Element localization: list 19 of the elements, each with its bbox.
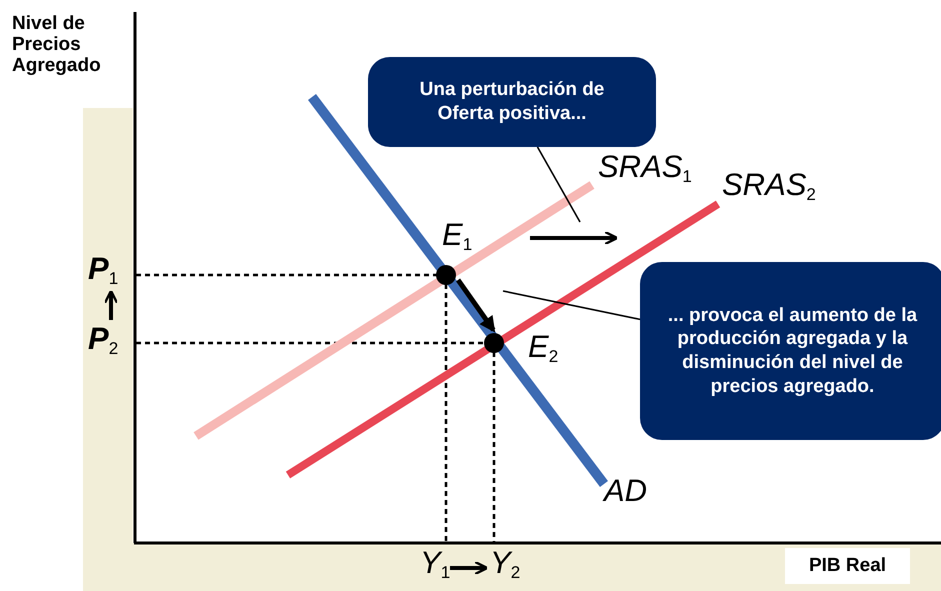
arrow <box>456 278 496 333</box>
curve-label: SRAS$_{2}$ <box>722 168 816 205</box>
axis-value-label: Y$_{1}$ <box>420 546 450 583</box>
callout-text: Una perturbación de Oferta positiva... <box>418 78 606 126</box>
point-label: E$_{1}$ <box>442 218 472 255</box>
callout-box <box>368 57 656 147</box>
axis-value-label: P$_{2}$ <box>88 322 118 359</box>
axis-title: Nivel de Precios Agregado <box>12 14 102 77</box>
leader-line <box>502 290 640 320</box>
callout-box <box>640 262 941 440</box>
axis-label-box <box>785 548 910 584</box>
axis-value-label: P$_{1}$ <box>88 252 118 289</box>
axis-value-label: Y$_{2}$ <box>490 546 520 583</box>
curve-label: AD <box>604 474 648 508</box>
curve-label: SRAS$_{1}$ <box>598 150 692 187</box>
callout-text: ... provoca el aumento de la producción agregada y la disminución del nivel de precios agregado. <box>666 304 918 398</box>
axis-title: PIB Real <box>808 555 886 577</box>
point-label: E$_{2}$ <box>528 330 558 367</box>
leader-line <box>536 146 581 222</box>
